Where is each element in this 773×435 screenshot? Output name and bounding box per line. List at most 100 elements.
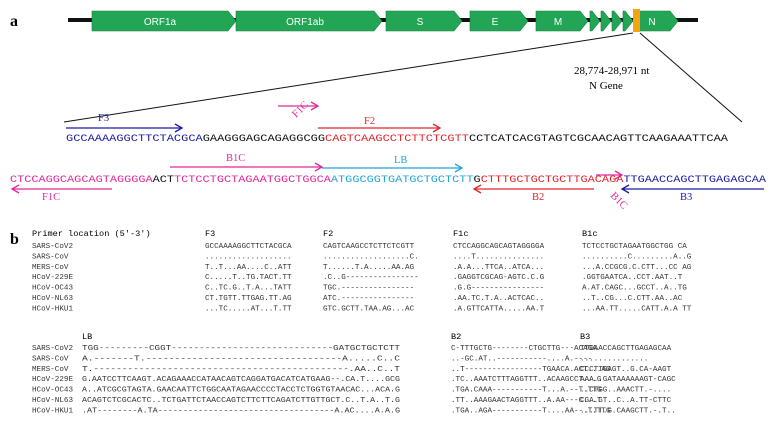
alignment-row: ATC.---------------- [323, 295, 414, 303]
alignment-row: ...TT.G.CAAGCTT.-.T.. [580, 407, 676, 415]
alignment-table: SARS-CoV2SARS-CoVMERS-CoVHCoV-229EHCoV-O… [32, 229, 692, 415]
species-label: SARS-CoV [32, 253, 69, 261]
b2-arrow [472, 184, 594, 194]
primer-label-b1c: B1C [226, 153, 245, 164]
b1c-bottom-arrow [596, 170, 624, 180]
alignment-row: T......T.A.....AA.AG [323, 264, 415, 272]
alignment-row: CCCTTGAGT..G.CA-AAGT [580, 366, 672, 374]
primer-label-b1c-bottom: B1C [608, 190, 629, 211]
sequence-segment: CTCCAGGCAGCAGTAGGGGA [10, 174, 153, 186]
alignment-row: C-TTTGCTG--------CTGCTTG---ACAGA [451, 345, 597, 353]
sequence-segment: ACT [153, 174, 174, 186]
gene-label-n: N [648, 17, 655, 28]
sequence-segment: TCTCCTGCTAGAATGGCTGGCA [174, 174, 332, 186]
accessory-orf-arrow [589, 10, 601, 32]
zoom-line-right [639, 32, 743, 123]
gene-m [535, 10, 589, 32]
alignment-row: ..T-----------------TGAACA.ACT...AG [451, 366, 611, 374]
sequence-segment: ATGGCGGTGATGCTGCTCTT [331, 174, 474, 186]
alignment-row: A.-------T.-----------------------------… [82, 355, 401, 363]
alignment-row: AAA..GATAAAAAAGT-CAGC [580, 376, 676, 384]
alignment-row: ...TC.....AT...T.TT [205, 305, 292, 313]
primer-label-b3: B3 [680, 192, 692, 203]
primer-label-f3: F3 [98, 113, 109, 124]
alignment-row: ..........C.........A..G [582, 253, 692, 261]
alignment-row: ...................C. [323, 253, 419, 261]
alignment-row: ..CTGG..AAACTT.-.... [580, 387, 671, 395]
lb-arrow [322, 163, 464, 173]
sequence-segment: GCCAAAAGGCTTCTACGCA [66, 133, 204, 145]
primer-label-lb: LB [394, 155, 407, 166]
alignment-row: ............... [580, 355, 648, 363]
species-label: HCoV-OC43 [32, 285, 73, 293]
primer-label-f1c-bottom: F1C [42, 192, 60, 203]
species-label: HCoV-NL63 [32, 295, 73, 303]
panel-b-label: b [10, 231, 19, 248]
alignment-row: T..T...AA....C..ATT [205, 264, 292, 272]
alignment-title-b1c: B1c [582, 229, 597, 239]
alignment-title-f1c: F1c [453, 229, 468, 239]
alignment-row: ACAGTCTCGCACTC..TCTGATTCTAACCAGTCTTCTTCA… [82, 397, 400, 405]
alignment-row: C.....T..TG.TACT.TT [205, 274, 292, 282]
alignment-row: G.AATCCTTCAAGT.ACAGAAACCATAACAGTCAGGATGA… [82, 376, 400, 384]
alignment-row: ................... [205, 253, 292, 261]
species-label: HCoV-OC43 [32, 387, 73, 395]
alignment-row: ...AA.TT.....CATT.A.A TT [582, 305, 692, 313]
f1c-top-arrow [278, 101, 320, 111]
alignment-title-b3: B3 [580, 332, 590, 342]
alignment-row: C..TC.G..T.A...TATT [205, 285, 292, 293]
alignment-row: ...A.CCGCG.C.CTT...CC AG [582, 264, 692, 272]
alignment-row: .A.GTTCATTA.....AA.T [453, 305, 545, 313]
species-label: SARS-CoV2 [32, 345, 73, 353]
gene-label-orf1ab: ORF1ab [286, 17, 324, 28]
alignment-row: T.--------------------------------------… [82, 366, 401, 374]
species-label: HCoV-229E [32, 376, 73, 384]
accessory-orf-arrow [600, 10, 612, 32]
alignment-row: CAGTCAAGCCTCTTCTCGTT [323, 243, 415, 251]
species-label: SARS-CoV [32, 355, 69, 363]
zoom-line-left [63, 32, 634, 123]
alignment-row: .AT--------A.TA-------------------------… [82, 407, 400, 415]
alignment-row: TGC.---------------- [323, 285, 414, 293]
alignment-row: CGA.GT..C..A.TT-CTTC [580, 397, 672, 405]
accessory-orf-arrow [611, 10, 623, 32]
f3-arrow [66, 123, 184, 133]
alignment-row: ..T..CG...C.CTT.AA..AC [582, 295, 683, 303]
primer-label-f2: F2 [364, 116, 375, 127]
target-range-text: 28,774-28,971 nt [574, 65, 649, 77]
alignment-title-b2: B2 [451, 332, 461, 342]
alignment-row: GCCAAAAGGCTTCTACGCA [205, 243, 292, 251]
alignment-title-f2: F2 [323, 229, 333, 239]
alignment-row: CTCCAGGCAGCAGTAGGGGA [453, 243, 545, 251]
alignment-row: ....T............... [453, 253, 544, 261]
alignment-row: .C..G---------------- [323, 274, 419, 282]
alignment-row: .TC..AAATCTTTAGGTTT..ACAAGCCT...G [451, 376, 602, 384]
primer-label-b2: B2 [532, 192, 544, 203]
alignment-title-f3: F3 [205, 229, 215, 239]
species-label: HCoV-229E [32, 274, 73, 282]
species-label: MERS-CoV [32, 264, 69, 272]
species-label: HCoV-HKU1 [32, 305, 73, 313]
alignment-row: .TT..AAAGAACTAGGTTT..A.AA---C...T [451, 397, 602, 405]
gene-s [385, 10, 463, 32]
gene-label-s: S [417, 17, 424, 28]
primer-location-header: Primer location (5'-3') [32, 229, 151, 239]
panel-a-label: a [10, 13, 18, 30]
alignment-row: A..ATCGCGTAGTA.GAACAATTCTGGCAATAGAACCCCT… [82, 387, 400, 395]
sequence-segment: CCTCATCACGTAGTCGCAACAGTTCAAGAAATTCAA [469, 133, 729, 145]
gene-label-m: M [554, 17, 562, 28]
species-label: MERS-CoV [32, 366, 69, 374]
alignment-row: .A.A...TTCA..ATCA... [453, 264, 544, 272]
sequence-segment: CAGTCAAGCCTCTTCTCGTT [325, 133, 469, 145]
alignment-row: TGG---------CGGT------------------------… [82, 345, 401, 353]
alignment-row: .GGTGAATCA..CCT.AAT..T [582, 274, 683, 282]
sequence-segment: CTTTGCTGCTGCTTGACAGA [481, 174, 624, 186]
alignment-row: A.AT.CAGC...GCCT..A..TG [582, 285, 687, 293]
accessory-orf-arrow [622, 10, 634, 32]
gene-label-e: E [492, 17, 499, 28]
gene-n [633, 10, 679, 32]
sequence-segment: G [474, 174, 481, 186]
alignment-row: TCTCCTGCTAGAATGGCTGG CA [582, 243, 687, 251]
